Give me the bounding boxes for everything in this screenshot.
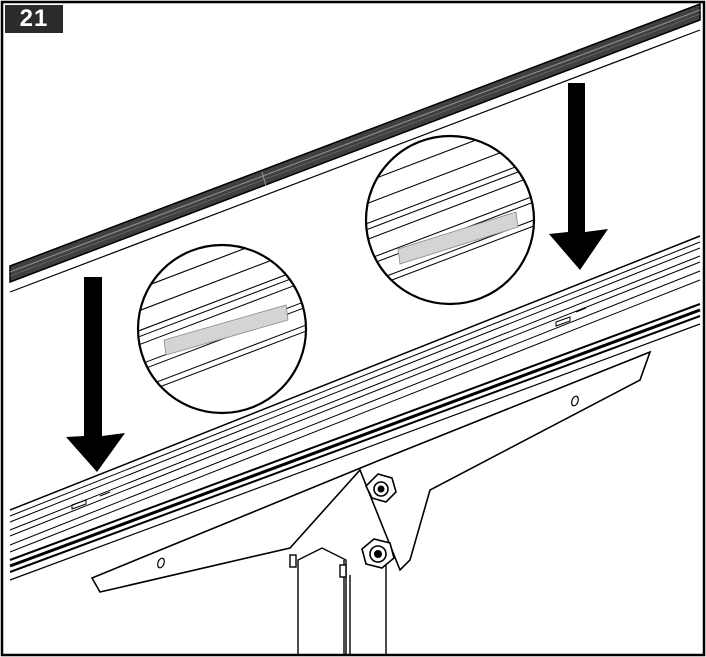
step-number-badge: 21 (5, 5, 63, 33)
hex-nut-upper (365, 473, 397, 503)
down-arrow-icon (66, 277, 125, 472)
mounting-bracket (90, 350, 652, 593)
down-arrow-icon (549, 83, 608, 270)
lower-rail (9, 235, 701, 581)
alignment-strip (397, 211, 519, 265)
alignment-strip (163, 304, 289, 356)
hex-nut-lower (361, 538, 395, 569)
top-rail (9, 3, 701, 293)
detail-magnifier-left (136, 243, 308, 415)
